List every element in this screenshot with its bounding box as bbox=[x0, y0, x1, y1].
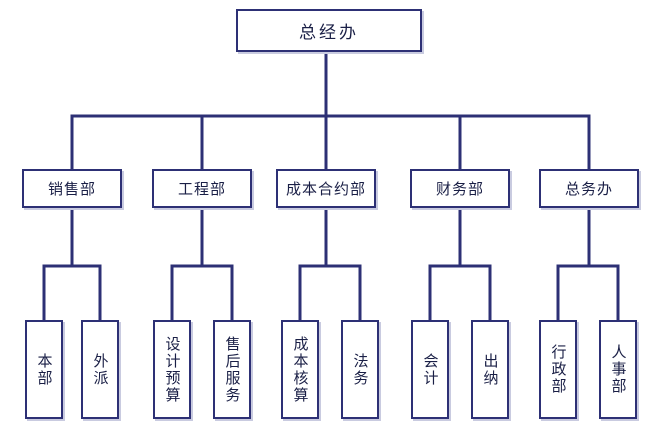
subunit-label: 法务 bbox=[351, 352, 370, 387]
department-label: 销售部 bbox=[47, 180, 96, 198]
subunit-box: 外派 bbox=[81, 320, 119, 419]
subunit-box: 行政部 bbox=[539, 320, 577, 419]
department-label: 成本合约部 bbox=[285, 180, 366, 198]
subunit-box: 本部 bbox=[25, 320, 63, 419]
department-cost-contract: 成本合约部 bbox=[276, 169, 376, 208]
subunit-box: 法务 bbox=[341, 320, 379, 419]
subunit-label: 设计预算 bbox=[163, 335, 182, 404]
subunit-label: 本部 bbox=[35, 352, 54, 387]
subunit-label: 会计 bbox=[421, 352, 440, 387]
department-engineering: 工程部 bbox=[152, 169, 252, 208]
department-finance: 财务部 bbox=[410, 169, 510, 208]
subunit-box: 人事部 bbox=[599, 320, 637, 419]
subunit-label: 成本核算 bbox=[291, 335, 310, 404]
subunit-box: 会计 bbox=[411, 320, 449, 419]
subunit-box: 出纳 bbox=[471, 320, 509, 419]
root-label: 总经办 bbox=[299, 23, 359, 43]
subunit-box: 设计预算 bbox=[153, 320, 191, 419]
root-node: 总经办 bbox=[236, 9, 422, 52]
subunit-box: 成本核算 bbox=[281, 320, 319, 419]
subunit-label: 行政部 bbox=[549, 344, 568, 395]
subunit-label: 售后服务 bbox=[223, 335, 242, 404]
department-label: 总务办 bbox=[564, 180, 613, 198]
subunit-box: 售后服务 bbox=[213, 320, 251, 419]
subunit-label: 外派 bbox=[91, 352, 110, 387]
department-sales: 销售部 bbox=[22, 169, 122, 208]
subunit-label: 人事部 bbox=[609, 344, 628, 395]
subunit-label: 出纳 bbox=[481, 352, 500, 387]
department-label: 财务部 bbox=[435, 180, 484, 198]
department-label: 工程部 bbox=[177, 180, 226, 198]
department-general-affairs: 总务办 bbox=[539, 169, 639, 208]
